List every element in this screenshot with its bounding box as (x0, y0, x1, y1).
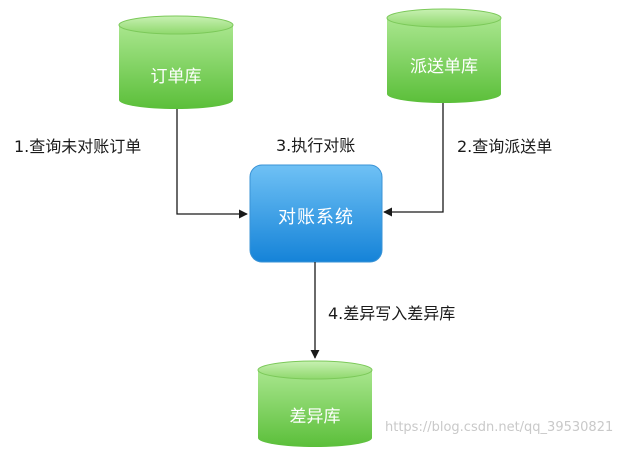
system-label: 对账系统 (278, 207, 354, 228)
order-db-label: 订单库 (150, 67, 202, 87)
edge-label-query-dispatch: 2.查询派送单 (457, 137, 553, 156)
order-db-cylinder (118, 15, 234, 109)
reconciliation-system-box (249, 164, 383, 263)
diff-db-label: 差异库 (289, 407, 341, 427)
watermark-text: https://blog.csdn.net/qq_39530821 (385, 420, 614, 435)
diff-db-cylinder (257, 360, 373, 447)
edge-dispatch-to-system (383, 103, 444, 217)
edge-order-to-system (176, 109, 248, 219)
edge-label-write-diff: 4.差异写入差异库 (328, 304, 456, 323)
dispatch-db-label: 派送单库 (410, 57, 478, 77)
dispatch-db-cylinder (386, 8, 502, 103)
edge-label-execute: 3.执行对账 (276, 136, 356, 155)
edge-label-query-orders: 1.查询未对账订单 (14, 137, 142, 156)
